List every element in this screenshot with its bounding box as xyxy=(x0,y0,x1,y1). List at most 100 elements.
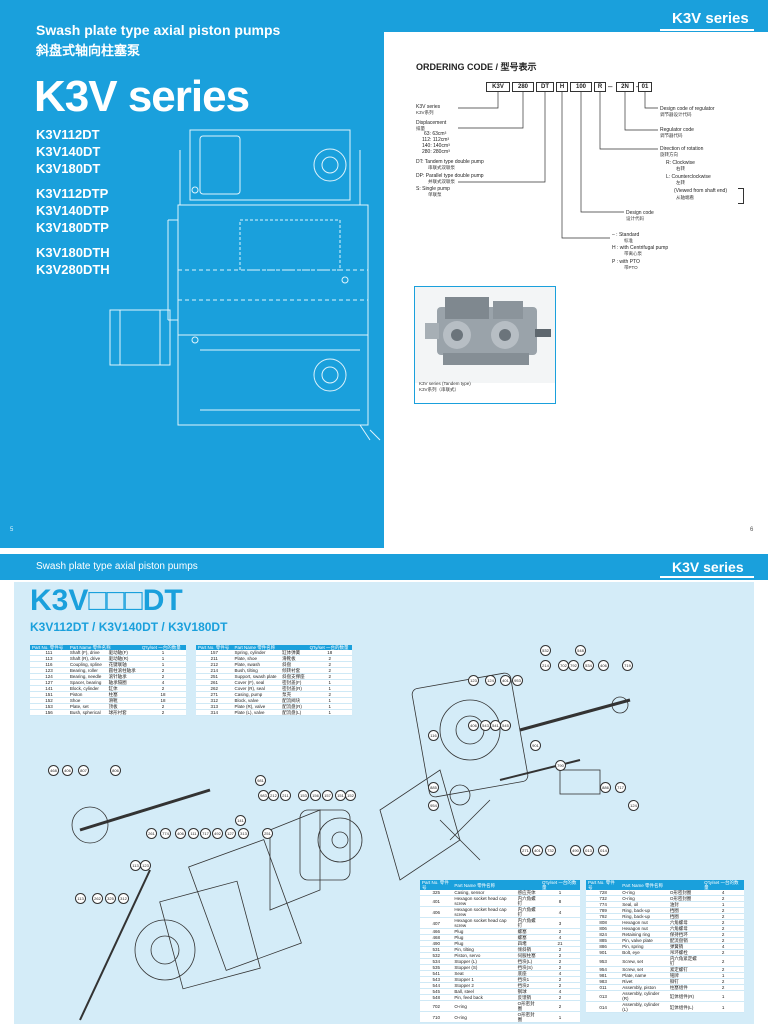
part-no-cell: 157 xyxy=(196,650,233,656)
note-line: P : with PTO xyxy=(612,259,640,265)
qty-cell: 1 xyxy=(307,679,352,686)
part-callout: 490 xyxy=(570,845,581,856)
qty-cell: 2 xyxy=(540,994,580,1001)
part-no-cell: 732 xyxy=(586,895,621,902)
part-name-cell: Ring, back-up xyxy=(620,907,668,914)
part-callout: 401 xyxy=(500,675,511,686)
page2-header-band xyxy=(0,554,768,580)
note-line: Direction of rotation xyxy=(660,146,704,152)
part-name-cell: Plate (L), valve xyxy=(232,709,281,716)
page-number-left: 5 xyxy=(10,527,14,533)
part-name-cn-cell: 滚针轴承 xyxy=(106,673,140,680)
part-name-cn-cell: 吊环螺栓 xyxy=(667,949,703,956)
part-callout: 406 xyxy=(62,765,73,776)
part-name-cn-cell: 密封盖(R) xyxy=(280,685,308,692)
part-no-cell: 313 xyxy=(196,703,233,710)
part-name-cell: Support, swash plate xyxy=(232,673,281,680)
column-header: Q'ty/set 一台的数量 xyxy=(540,880,580,890)
part-no-cell: 535 xyxy=(420,964,453,971)
left-blue-panel xyxy=(0,0,384,548)
note-line: (Viewed from shaft end) xyxy=(674,188,727,194)
qty-cell: 21 xyxy=(540,940,580,947)
qty-cell: 8 xyxy=(540,895,580,907)
part-callout: 212 xyxy=(268,790,279,801)
qty-cell: 2 xyxy=(702,913,744,920)
column-header: Part Name 零件名称 xyxy=(620,880,703,890)
note-line-cn: 排量 xyxy=(416,125,425,131)
parts-table-4: Part No. 零件号 Part Name 零件名称 Q'ty/set 一台的… xyxy=(586,880,744,1013)
pump-line-drawing xyxy=(109,129,381,441)
note-line: DP: Parallel type double pump xyxy=(416,172,484,179)
note-line-cn: 设计代码 xyxy=(626,216,644,221)
part-no-cell: 212 xyxy=(196,661,233,668)
qty-cell: 2 xyxy=(139,667,186,674)
qty-cell: 1 xyxy=(540,1011,580,1023)
part-name-cn-cell: 配流盘销 xyxy=(667,937,703,944)
table-header-row: Part No. 零件号 Part Name 零件名称 Q'ty/set 一台的… xyxy=(586,880,744,890)
part-no-cell: 545 xyxy=(420,988,453,995)
part-callout: 214 xyxy=(540,660,551,671)
column-header: Q'ty/set 一台的数量 xyxy=(702,880,744,890)
part-no-cell: 014 xyxy=(586,1001,621,1013)
part-no-cell: 541 xyxy=(420,970,453,977)
note-line: R: Clockwise xyxy=(666,160,695,166)
part-name-cell: Bush, tilting xyxy=(232,667,281,674)
qty-cell: 18 xyxy=(139,697,186,704)
qty-cell: 2 xyxy=(702,949,744,956)
qty-cell: 2 xyxy=(139,673,186,680)
note-line: 280: 280cm³ xyxy=(422,149,450,155)
qty-cell: 4 xyxy=(540,988,580,995)
part-name-cell: Block, cylinder xyxy=(67,685,107,692)
big-series-title: K3V series xyxy=(34,72,250,121)
column-header: Q'ty/set 一台的数量 xyxy=(307,645,352,650)
part-no-cell: 251 xyxy=(196,673,233,680)
qty-cell: 4 xyxy=(702,890,744,896)
part-name-cell: Assembly, piston xyxy=(620,984,668,991)
part-name-cell: Ball, steel xyxy=(452,988,516,995)
part-name-cell: Coupling, spline xyxy=(67,661,107,668)
part-name-cn-cell: 螺塞 xyxy=(515,928,541,935)
part-name-cn-cell: 挡圈 xyxy=(667,913,703,920)
qty-cell: 1 xyxy=(702,1001,744,1013)
part-name-cn-cell: O形密封圈 xyxy=(515,1011,541,1023)
note-line: Design code xyxy=(626,210,654,216)
part-name-cn-cell: 内六角紧定螺钉 xyxy=(667,955,703,967)
part-callout: 901 xyxy=(530,740,541,751)
part-name-cn-cell: 伺服柱塞 xyxy=(515,952,541,959)
part-name-cell: Assembly, cylinder (R) xyxy=(620,990,668,1002)
qty-cell: 1 xyxy=(139,661,186,668)
part-no-cell: 124 xyxy=(30,673,68,680)
product-photo xyxy=(415,287,555,383)
part-no-cell: 702 xyxy=(420,1000,453,1012)
part-name-cn-cell: O形密封圈 xyxy=(667,890,703,896)
part-name-cn-cell: 驱动轴(F) xyxy=(106,650,140,656)
part-name-cn-cell: O形密封圈 xyxy=(515,1000,541,1012)
part-callout: 719 xyxy=(622,660,633,671)
part-name-cn-cell: 泵壳 xyxy=(280,691,308,698)
part-callout: 313 xyxy=(238,828,249,839)
model-item: K3V140DT xyxy=(36,144,101,159)
model-item: K3V180DTP xyxy=(36,220,109,235)
part-callout: 127 xyxy=(225,828,236,839)
tag-underline xyxy=(660,29,754,31)
part-name-cell: Shaft (R), drive xyxy=(67,655,107,662)
code-box: 01 xyxy=(638,82,652,92)
part-name-cell: Stopper (L) xyxy=(452,958,516,965)
part-name-cn-cell: 六角螺母 xyxy=(667,919,703,926)
qty-cell: 1 xyxy=(307,697,352,704)
qty-cell: 1 xyxy=(702,901,744,908)
part-no-cell: 013 xyxy=(586,990,621,1002)
part-no-cell: 543 xyxy=(420,976,453,983)
part-no-cell: 531 xyxy=(420,946,453,953)
